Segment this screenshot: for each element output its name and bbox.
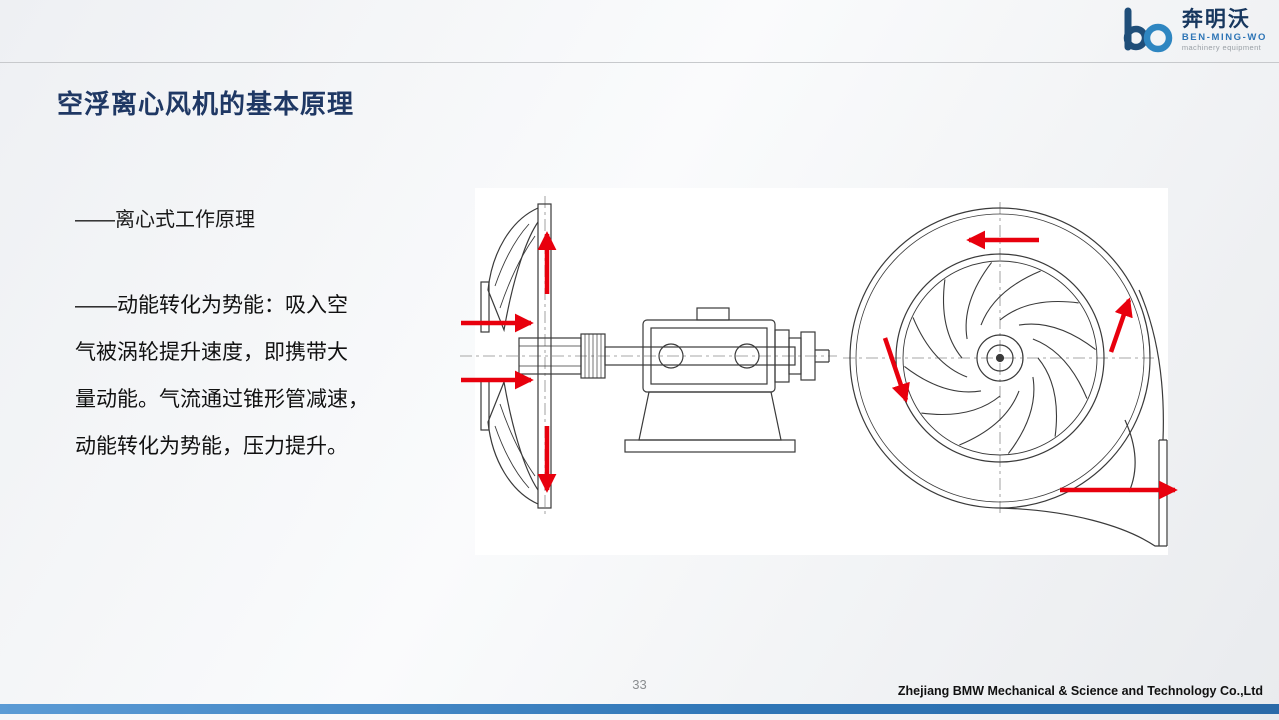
impeller-blade [1037, 357, 1058, 437]
blower-technical-drawing [460, 196, 1178, 547]
slide-title: 空浮离心风机的基本原理 [57, 89, 355, 119]
impeller-blade [959, 390, 1020, 446]
footer-accent-bar [0, 704, 1279, 714]
logo-name-en: BEN-MING-WO [1181, 31, 1267, 43]
paragraph-line: 气被涡轮提升速度，即携带大 [75, 341, 348, 364]
paragraph-line: 动能转化为势能，压力提升。 [75, 435, 348, 458]
impeller-blade [904, 365, 982, 393]
shaft [604, 346, 796, 366]
impeller-blade [965, 262, 993, 340]
impeller-back-disc [537, 203, 552, 509]
impeller-blade [999, 300, 1079, 321]
pedestal [638, 391, 782, 441]
paragraph-line: ——动能转化为势能：吸入空 [75, 294, 348, 317]
page-number: 33 [632, 677, 647, 692]
impeller-blade [912, 317, 968, 378]
logo-name-cn: 奔明沃 [1181, 7, 1251, 31]
subtitle-working-principle: ——离心式工作原理 [75, 209, 255, 231]
flow-arrows [461, 230, 1178, 500]
logo-tagline: machinery equipment [1181, 42, 1262, 52]
impeller-blade [1032, 338, 1088, 399]
impeller-blade [1018, 323, 1096, 351]
front-view-drawing [843, 202, 1168, 547]
impeller-blade [942, 279, 963, 359]
body-paragraph: ——动能转化为势能：吸入空 气被涡轮提升速度，即携带大 量动能。气流通过锥形管减… [75, 282, 369, 470]
rotation-arrow-right [1108, 297, 1133, 353]
impeller-blade [980, 270, 1041, 326]
impeller-blades [904, 262, 1096, 454]
footer-company-name: Zhejiang BMW Mechanical & Science and Te… [897, 684, 1263, 698]
impeller-hub [518, 337, 582, 375]
discharge-duct [1138, 289, 1164, 441]
impeller-blade [1007, 376, 1035, 454]
shaft-center [995, 353, 1005, 363]
impeller-rim [895, 253, 1105, 463]
logo-bo-icon [1123, 7, 1173, 53]
rotation-arrow-left [882, 337, 910, 403]
coupling [800, 331, 816, 381]
side-view-drawing [460, 196, 837, 518]
paragraph-line: 量动能。气流通过锥形管减速， [75, 388, 369, 411]
company-logo: 奔明沃 BEN-MING-WO machinery equipment [1117, 6, 1267, 54]
impeller-blade [921, 395, 1001, 416]
header-divider [0, 62, 1279, 63]
blower-diagram-panel [460, 188, 1178, 555]
